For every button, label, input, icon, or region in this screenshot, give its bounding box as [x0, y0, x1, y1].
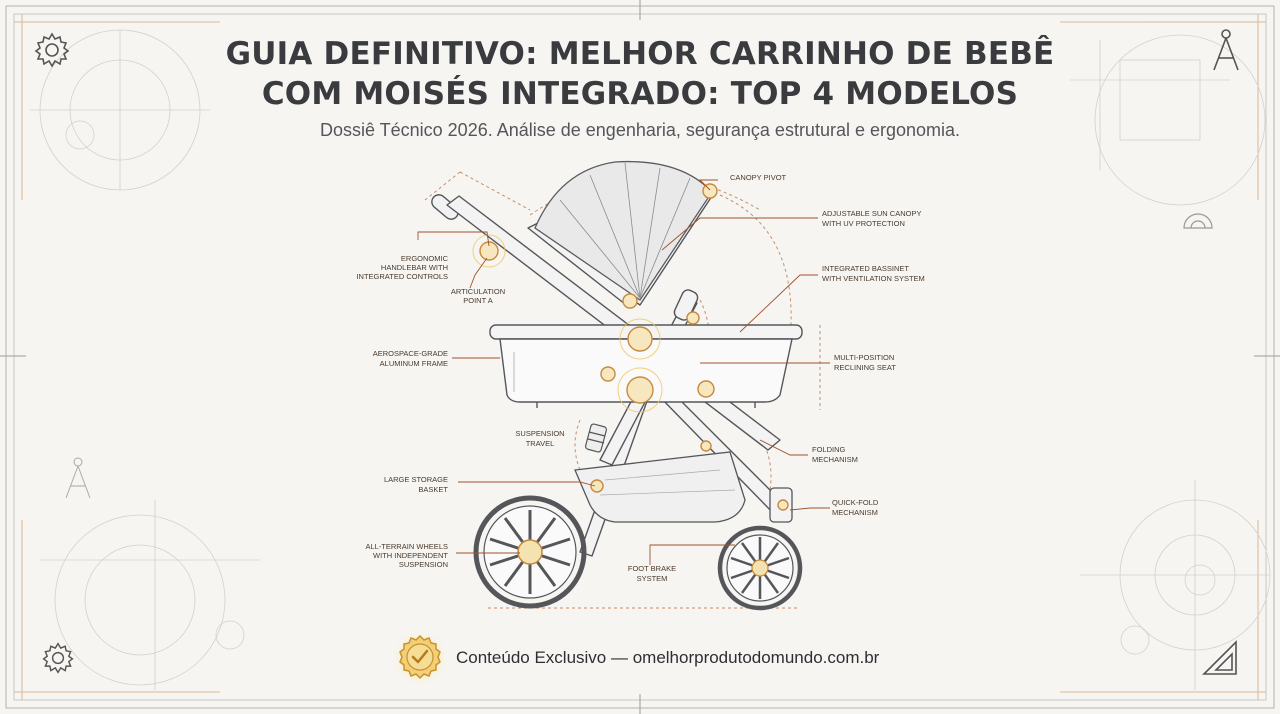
label-reclining-2: RECLINING SEAT [834, 363, 896, 372]
label-folding-1: FOLDING [812, 445, 846, 454]
label-articulation-1: ARTICULATION [451, 287, 505, 296]
title-line-1: GUIA DEFINITIVO: MELHOR CARRINHO DE BEBÊ [225, 36, 1055, 72]
label-sun-canopy-1: ADJUSTABLE SUN CANOPY [822, 209, 921, 218]
label-wheels-1: ALL-TERRAIN WHEELS [365, 542, 448, 551]
checkmark-seal-icon [392, 630, 448, 686]
bassinet [489, 324, 803, 408]
label-bassinet-1: INTEGRATED BASSINET [822, 264, 909, 273]
sun-canopy [534, 160, 713, 301]
footer-text: Conteúdo Exclusivo — omelhorprodutodomun… [456, 648, 880, 667]
label-brake-2: SYSTEM [637, 574, 668, 583]
label-articulation-2: POINT A [463, 296, 492, 305]
label-handlebar-3: INTEGRATED CONTROLS [356, 272, 448, 281]
label-handlebar-1: ERGONOMIC [401, 254, 449, 263]
label-wheels-2: WITH INDEPENDENT [373, 551, 448, 560]
title-line-2: COM MOISÉS INTEGRADO: TOP 4 MODELOS [261, 76, 1019, 112]
label-bassinet-2: WITH VENTILATION SYSTEM [822, 274, 925, 283]
protractor-icon [1183, 213, 1213, 229]
label-canopy-pivot: CANOPY PIVOT [730, 173, 787, 182]
front-wheel [717, 525, 803, 611]
ruler-triangle-icon [1202, 640, 1237, 675]
callout-leaders [417, 179, 830, 565]
label-brake-1: FOOT BRAKE [628, 564, 676, 573]
label-wheels-3: SUSPENSION [399, 560, 448, 569]
label-suspension-2: TRAVEL [526, 439, 555, 448]
suspension-spring [584, 423, 608, 453]
gear-icon [34, 32, 70, 68]
callout-labels: CANOPY PIVOT ADJUSTABLE SUN CANOPY WITH … [356, 173, 924, 583]
label-quickfold-2: MECHANISM [832, 508, 878, 517]
label-reclining-1: MULTI-POSITION [834, 353, 894, 362]
footer: Conteúdo Exclusivo — omelhorprodutodomun… [392, 630, 879, 686]
label-frame-2: ALUMINUM FRAME [380, 359, 448, 368]
pivot-joints [472, 183, 789, 511]
page-title: GUIA DEFINITIVO: MELHOR CARRINHO DE BEBÊ… [0, 34, 1280, 114]
storage-basket [574, 451, 746, 523]
label-frame-1: AEROSPACE-GRADE [373, 349, 448, 358]
label-storage-2: BASKET [418, 485, 448, 494]
compass-icon [1213, 29, 1239, 71]
label-handlebar-2: HANDLEBAR WITH [381, 263, 448, 272]
label-quickfold-1: QUICK-FOLD [832, 498, 879, 507]
label-storage-1: LARGE STORAGE [384, 475, 448, 484]
subtitle: Dossiê Técnico 2026. Análise de engenhar… [319, 120, 961, 140]
label-suspension-1: SUSPENSION [515, 429, 564, 438]
label-sun-canopy-2: WITH UV PROTECTION [822, 219, 905, 228]
rear-wheel [473, 495, 587, 609]
gear-icon [42, 642, 74, 674]
label-folding-2: MECHANISM [812, 455, 858, 464]
